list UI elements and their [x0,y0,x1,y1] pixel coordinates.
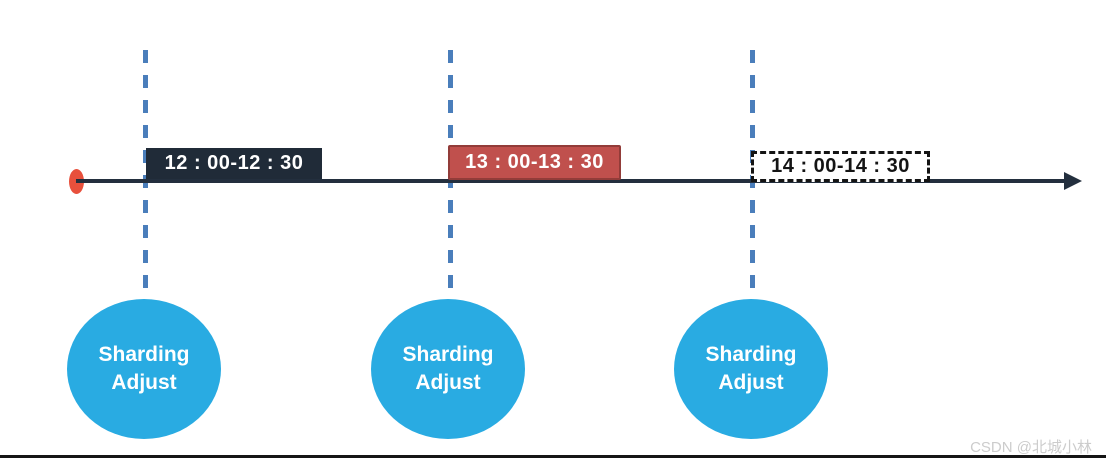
event-box-14-00: 14 : 00-14 : 30 [751,151,930,182]
arrowhead-icon [1064,172,1082,190]
sharding-adjust-circle-3: Sharding Adjust [674,299,828,439]
watermark: CSDN @北城小林 [970,439,1092,456]
timeline-axis [76,179,1066,183]
guide-line-1 [143,50,148,299]
sharding-adjust-label: Sharding Adjust [402,342,494,394]
sharding-adjust-circle-2: Sharding Adjust [371,299,525,439]
sharding-adjust-label: Sharding Adjust [98,342,190,394]
sharding-adjust-circle-1: Sharding Adjust [67,299,221,439]
bottom-divider [0,455,1106,458]
event-box-12-00: 12 : 00-12 : 30 [146,148,322,179]
sharding-adjust-label: Sharding Adjust [705,342,797,394]
event-box-13-00: 13 : 00-13 : 30 [448,145,621,180]
